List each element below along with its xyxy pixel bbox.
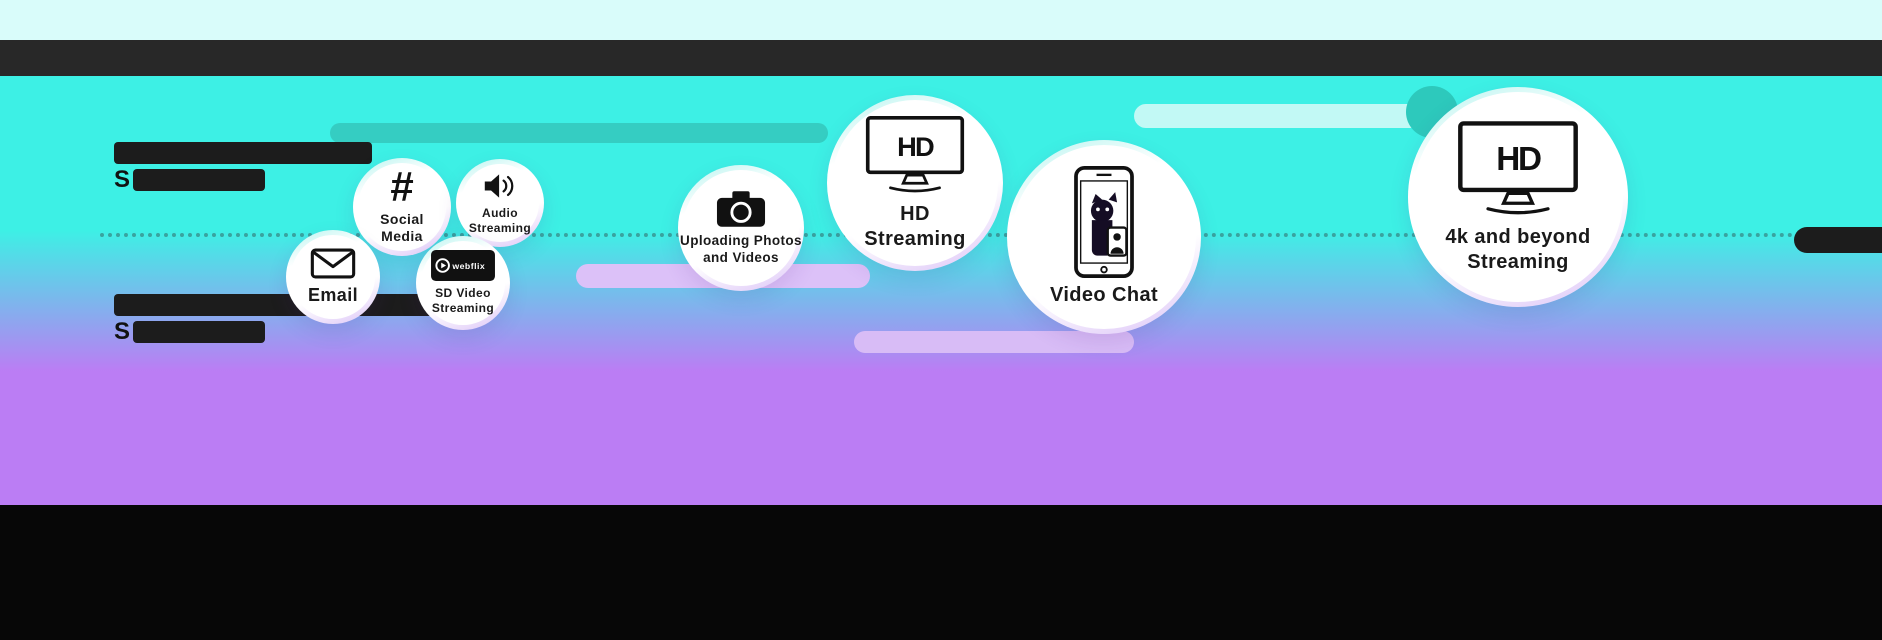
hashtag-icon: # (390, 163, 414, 211)
redacted-bar (133, 321, 266, 343)
bubble-audio-streaming: Audio Streaming (456, 159, 544, 247)
bubble-uploading-photos: Uploading Photos and Videos (678, 165, 804, 291)
hd-logo-text: HD (1496, 141, 1541, 178)
hd-tv-icon: HD (1458, 120, 1578, 214)
speaker-icon (484, 173, 514, 198)
bottom-black-bar (0, 505, 1882, 640)
hd-tv-icon: HD (865, 115, 965, 192)
bubble-label: 4k and beyond Streaming (1445, 225, 1591, 273)
envelope-icon (310, 248, 356, 279)
top-dark-bar (0, 40, 1882, 76)
webflix-label: webflix (451, 261, 485, 271)
redacted-text-block-top: S (114, 142, 372, 193)
redacted-bar (114, 142, 372, 164)
bubble-sd-video-streaming: webflix SD Video Streaming (416, 236, 510, 330)
bubble-label: Uploading Photos and Videos (680, 233, 802, 265)
dotted-timeline (100, 233, 1882, 237)
bubble-hd-streaming: HD HD Streaming (827, 95, 1003, 271)
bubble-label: Video Chat (1049, 284, 1159, 306)
bubble-email: Email (286, 230, 380, 324)
decor-pill-cyan (1134, 104, 1422, 128)
hd-logo-text: HD (897, 131, 934, 162)
pip-person (1106, 226, 1128, 257)
bubble-label: SD Video Streaming (431, 286, 495, 315)
bubble-label: Audio Streaming (468, 205, 532, 235)
bubble-label: Social Media (380, 210, 424, 245)
redacted-text-prefix: S (114, 318, 131, 345)
bubble-4k-streaming: HD 4k and beyond Streaming (1408, 87, 1628, 307)
bubble-social-media: # Social Media (353, 158, 451, 256)
camera-icon (716, 191, 766, 227)
decor-pill-lavender-2 (854, 331, 1134, 353)
top-pale-strip (0, 0, 1882, 40)
redacted-bar (133, 169, 266, 191)
redacted-text-prefix: S (114, 166, 131, 193)
webflix-player-icon: webflix (431, 250, 495, 281)
redacted-bar (114, 294, 468, 316)
decor-pill-dark-right (1794, 227, 1882, 253)
bubble-label: Email (307, 284, 359, 305)
bubble-video-chat: Video Chat (1007, 140, 1201, 334)
decor-pill-teal (330, 123, 828, 143)
phone-video-chat-icon (1074, 166, 1134, 278)
bubble-label: HD Streaming (864, 202, 966, 250)
redacted-text-block-bottom: S (114, 294, 468, 345)
